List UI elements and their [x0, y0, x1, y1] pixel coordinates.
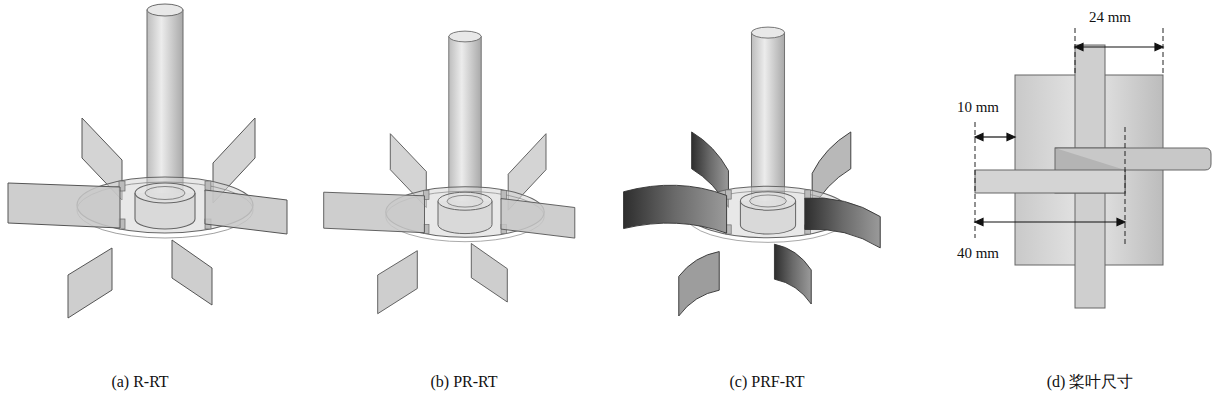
svg-line — [975, 122, 976, 238]
blade-dimension-drawing — [975, 28, 1211, 308]
svg-g — [975, 44, 1163, 226]
subfigure-caption: (a) R-RT — [111, 372, 168, 391]
impeller-a — [8, 4, 287, 318]
svg-line — [1080, 46, 1158, 47]
dimension-label: 24 mm — [1087, 8, 1133, 26]
impeller-c — [624, 27, 881, 316]
svg-polygon — [1007, 134, 1015, 141]
svg-line — [1075, 28, 1076, 74]
dimension-label: 10 mm — [955, 98, 1001, 116]
svg-polygon — [1117, 219, 1125, 226]
svg-use — [8, 183, 287, 318]
svg-use — [624, 185, 881, 316]
svg-polygon — [975, 219, 983, 226]
svg-polygon — [1075, 44, 1083, 51]
svg-polygon — [1155, 44, 1163, 51]
svg-path — [1055, 148, 1211, 170]
subfigure-caption: (d) 桨叶尺寸 — [1047, 372, 1134, 391]
dimension-label: 40 mm — [955, 244, 1001, 262]
subfigure-caption: (b) PR-RT — [430, 372, 497, 391]
svg-polygon — [975, 134, 983, 141]
svg-line — [1125, 127, 1126, 245]
svg-g — [975, 28, 1163, 245]
impeller-b — [324, 31, 575, 314]
svg-use — [324, 192, 575, 314]
svg-line — [980, 136, 1010, 137]
svg-line — [980, 221, 1120, 222]
svg-rect — [975, 170, 1125, 193]
subfigure-caption: (c) PRF-RT — [729, 372, 804, 391]
svg-line — [1163, 28, 1164, 74]
